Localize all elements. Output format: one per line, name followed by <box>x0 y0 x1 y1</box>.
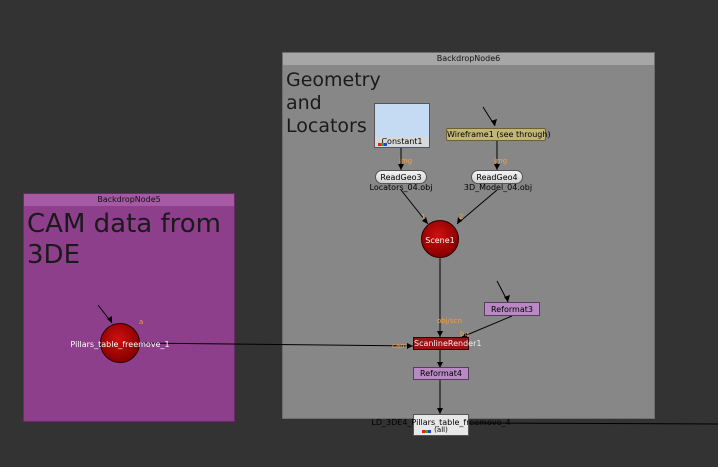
readgeo3-node-label: ReadGeo3 <box>380 173 422 182</box>
reformat3-node[interactable]: Reformat3 <box>484 302 540 316</box>
scene-node[interactable] <box>421 220 459 258</box>
backdrop-cam-label: CAM data from 3DE <box>27 209 221 270</box>
backdrop-geometry-header[interactable]: BackdropNode6 <box>283 53 654 65</box>
channel-red-swatch <box>378 143 381 146</box>
scene-input-pin-1: 1 <box>421 213 426 221</box>
backdrop-cam-header[interactable]: BackdropNode5 <box>24 194 234 206</box>
scanline-obj-pin: obj/scn <box>437 317 462 325</box>
reformat3-node-label: Reformat3 <box>491 305 533 314</box>
channel-green-swatch <box>381 143 384 146</box>
readgeo4-file-label: 3D_Model_04.obj <box>463 183 533 192</box>
write-node[interactable]: (all) <box>413 414 469 436</box>
readgeo4-node-label: ReadGeo4 <box>476 173 518 182</box>
scene-input-pin-2: 2 <box>459 213 464 221</box>
scanline-render-node[interactable]: ScanlineRender1 <box>413 337 481 350</box>
camera-node-label: Pillars_table_freemove_1 <box>70 340 170 349</box>
readgeo3-node[interactable]: ReadGeo3 <box>375 170 427 184</box>
scanline-render-node-label: ScanlineRender1 <box>414 339 482 348</box>
backdrop-geometry-label: Geometry and Locators <box>286 69 381 137</box>
reformat4-node[interactable]: Reformat4 <box>413 367 469 380</box>
readgeo4-node[interactable]: ReadGeo4 <box>471 170 523 184</box>
backdrop-geometry[interactable]: BackdropNode6 Geometry and Locators <box>282 52 655 419</box>
constant-out-pin: img <box>399 157 413 165</box>
write-channel-blue-swatch <box>428 430 431 433</box>
scanline-cam-pin: cam <box>392 342 407 350</box>
scanline-bg-pin: bg <box>460 330 469 338</box>
wireframe-node-label: Wireframe1 (see through) <box>447 130 551 139</box>
readgeo3-file-label: Locators_04.obj <box>369 183 433 192</box>
reformat4-node-label: Reformat4 <box>420 369 462 378</box>
wireframe-out-pin: img <box>494 157 508 165</box>
constant-node[interactable]: Constant1 <box>374 103 430 148</box>
constant-node-label: Constant1 <box>375 137 429 146</box>
camera-node[interactable] <box>100 323 140 363</box>
camera-input-pin: a <box>139 318 144 326</box>
write-channel-green-swatch <box>425 430 428 433</box>
write-node-channels: (all) <box>434 426 448 434</box>
wireframe-node[interactable]: Wireframe1 (see through) <box>446 128 551 141</box>
channel-blue-swatch <box>384 143 387 146</box>
write-channel-red-swatch <box>422 430 425 433</box>
backdrop-cam[interactable]: BackdropNode5 CAM data from 3DE <box>23 193 235 422</box>
write-node-label: LD_3DE4_Pillars_table_freemove_4 <box>371 418 511 427</box>
scene-node-label: Scene1 <box>425 236 455 245</box>
